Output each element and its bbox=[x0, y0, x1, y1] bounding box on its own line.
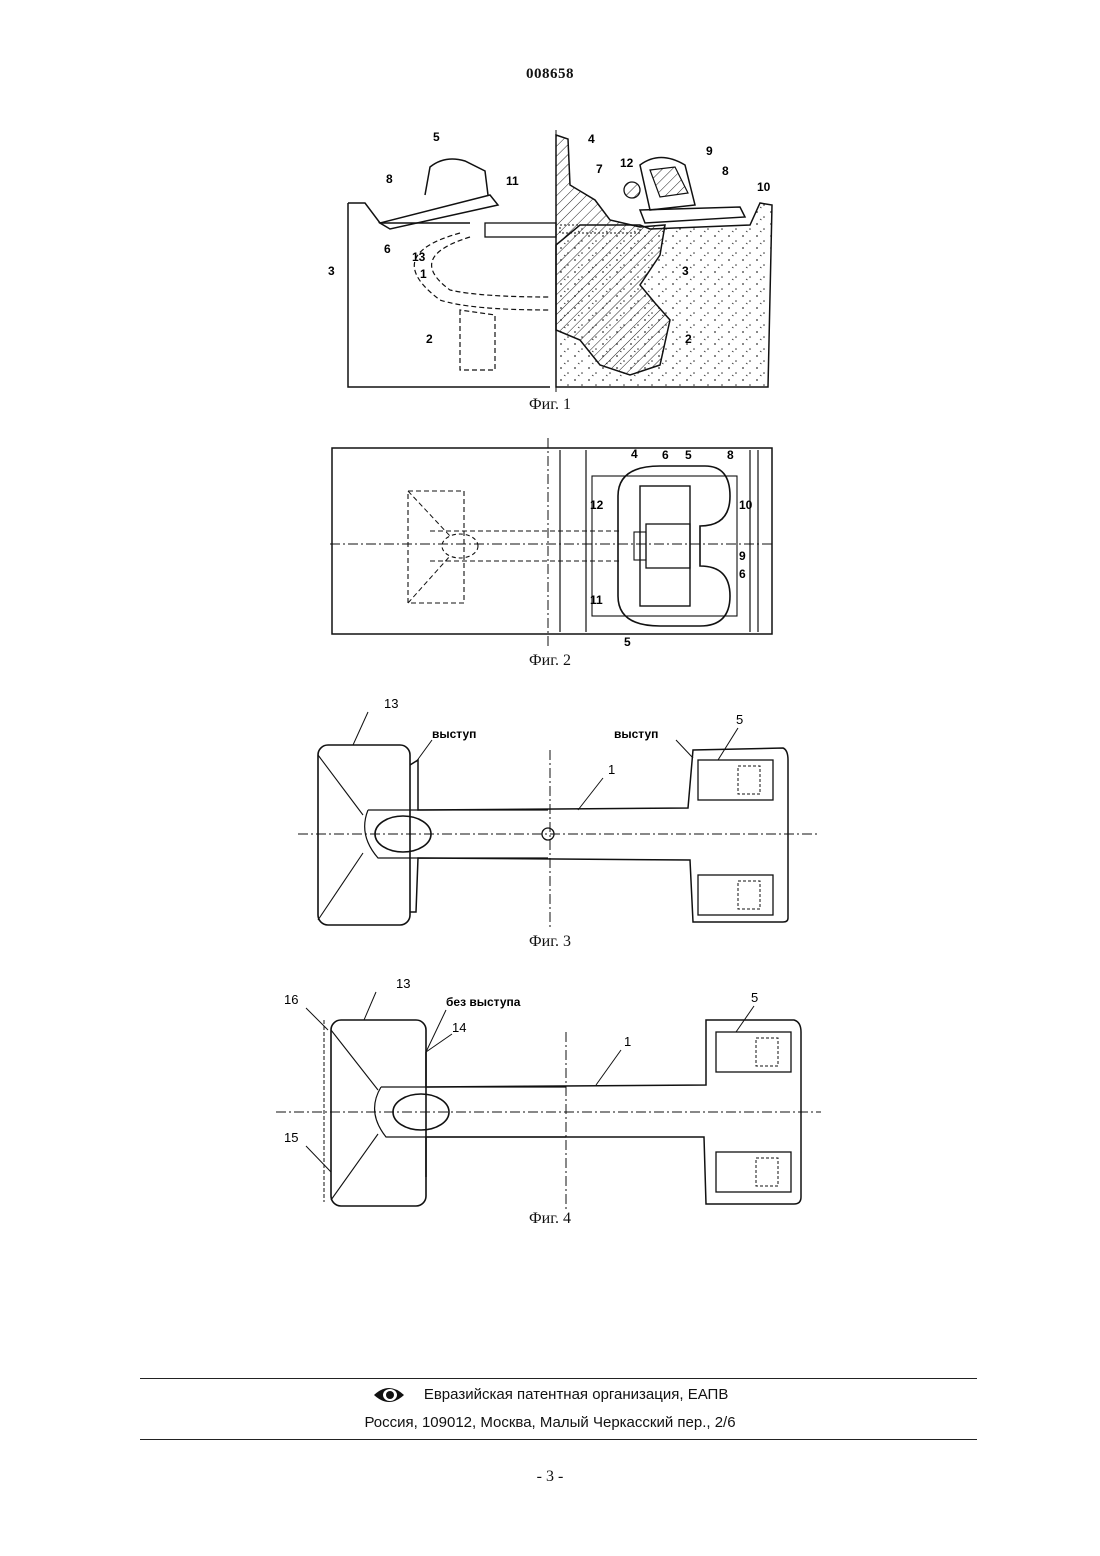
callout-label: 11 bbox=[506, 174, 519, 188]
callout-label: 3 bbox=[328, 264, 335, 278]
callout-word: без выступа bbox=[446, 995, 521, 1009]
footer-address: Россия, 109012, Москва, Малый Черкасский… bbox=[0, 1414, 1100, 1431]
footer-top-rule bbox=[140, 1378, 977, 1379]
callout-label: 6 bbox=[384, 242, 391, 256]
callout-label: 2 bbox=[426, 332, 433, 346]
callout-label: 9 bbox=[739, 549, 746, 563]
callout-label: 5 bbox=[736, 712, 743, 727]
figure-2-drawing: 4 6 5 8 12 10 9 6 11 5 bbox=[330, 436, 775, 648]
callout-label: 9 bbox=[706, 144, 713, 158]
figure-3-caption: Фиг. 3 bbox=[0, 933, 1100, 951]
callout-label: 5 bbox=[433, 130, 440, 144]
callout-label: 13 bbox=[384, 696, 398, 711]
callout-label: 4 bbox=[588, 132, 595, 146]
footer-organization-text: Евразийская патентная организация, ЕАПВ bbox=[424, 1386, 729, 1403]
callout-label: 10 bbox=[739, 498, 753, 512]
callout-label: 15 bbox=[284, 1130, 298, 1145]
fig2-callouts: 4 6 5 8 12 10 9 6 11 5 bbox=[590, 447, 753, 648]
callout-label: 5 bbox=[685, 448, 692, 462]
callout-label: 1 bbox=[608, 762, 615, 777]
callout-word: выступ bbox=[432, 727, 476, 741]
callout-label: 12 bbox=[620, 156, 634, 170]
callout-label: 5 bbox=[624, 635, 631, 648]
callout-label: 6 bbox=[662, 448, 669, 462]
callout-label: 14 bbox=[452, 1020, 466, 1035]
callout-label: 13 bbox=[412, 250, 426, 264]
callout-label: 8 bbox=[386, 172, 393, 186]
callout-label: 11 bbox=[590, 593, 603, 607]
footer-organization: Евразийская патентная организация, ЕАПВ bbox=[0, 1384, 1100, 1406]
callout-label: 5 bbox=[751, 990, 758, 1005]
callout-label: 3 bbox=[682, 264, 689, 278]
callout-label: 6 bbox=[739, 567, 746, 581]
fig3-callouts: 13 5 1 выступ выступ bbox=[384, 696, 743, 777]
callout-label: 1 bbox=[420, 267, 427, 281]
footer-bottom-rule bbox=[140, 1439, 977, 1440]
callout-label: 7 bbox=[596, 162, 603, 176]
callout-label: 1 bbox=[624, 1034, 631, 1049]
callout-word: выступ bbox=[614, 727, 658, 741]
eapo-eye-logo bbox=[372, 1384, 406, 1406]
figure-4-caption: Фиг. 4 bbox=[0, 1210, 1100, 1228]
callout-label: 12 bbox=[590, 498, 604, 512]
document-number: 008658 bbox=[0, 66, 1100, 83]
figure-3-drawing: 13 5 1 выступ выступ bbox=[298, 690, 818, 930]
callout-label: 10 bbox=[757, 180, 771, 194]
callout-label: 13 bbox=[396, 976, 410, 991]
page-number: - 3 - bbox=[0, 1468, 1100, 1486]
callout-label: 8 bbox=[727, 448, 734, 462]
figure-4-drawing: 13 16 14 5 1 15 без выступа bbox=[276, 972, 821, 1212]
callout-label: 16 bbox=[284, 992, 298, 1007]
callout-label: 4 bbox=[631, 447, 638, 461]
figure-1-drawing: 5 4 12 9 8 11 7 8 10 3 6 13 1 3 2 2 bbox=[320, 125, 790, 395]
callout-label: 8 bbox=[722, 164, 729, 178]
figure-2-caption: Фиг. 2 bbox=[0, 652, 1100, 670]
figure-1-caption: Фиг. 1 bbox=[0, 396, 1100, 414]
callout-label: 2 bbox=[685, 332, 692, 346]
